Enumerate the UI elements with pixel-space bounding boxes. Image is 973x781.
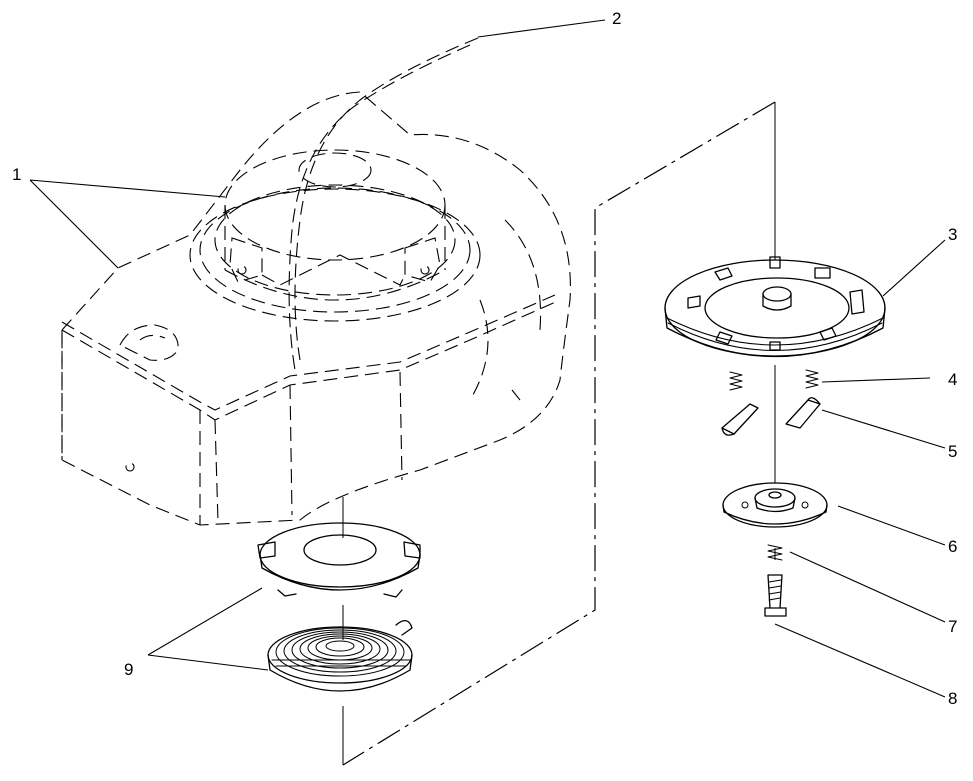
exploded-view-boundary bbox=[342, 101, 776, 766]
callout-4: 4 bbox=[948, 370, 957, 389]
callout-6: 6 bbox=[948, 537, 957, 556]
callout-1: 1 bbox=[12, 165, 21, 184]
recoil-spring bbox=[267, 620, 413, 692]
callout-7: 7 bbox=[948, 617, 957, 636]
callout-9: 9 bbox=[124, 660, 133, 679]
callout-2: 2 bbox=[612, 9, 621, 28]
spring-cup bbox=[257, 522, 421, 598]
callout-5: 5 bbox=[948, 442, 957, 461]
callout-3: 3 bbox=[948, 225, 957, 244]
pawl-springs bbox=[729, 369, 819, 391]
pawls bbox=[721, 397, 821, 436]
starter-pulley bbox=[664, 256, 886, 358]
center-screw bbox=[764, 574, 787, 617]
callout-8: 8 bbox=[948, 689, 957, 708]
brake-spring bbox=[767, 544, 783, 561]
retainer-plate bbox=[722, 482, 828, 528]
leader-lines bbox=[29, 19, 946, 698]
blower-housing bbox=[61, 37, 571, 526]
